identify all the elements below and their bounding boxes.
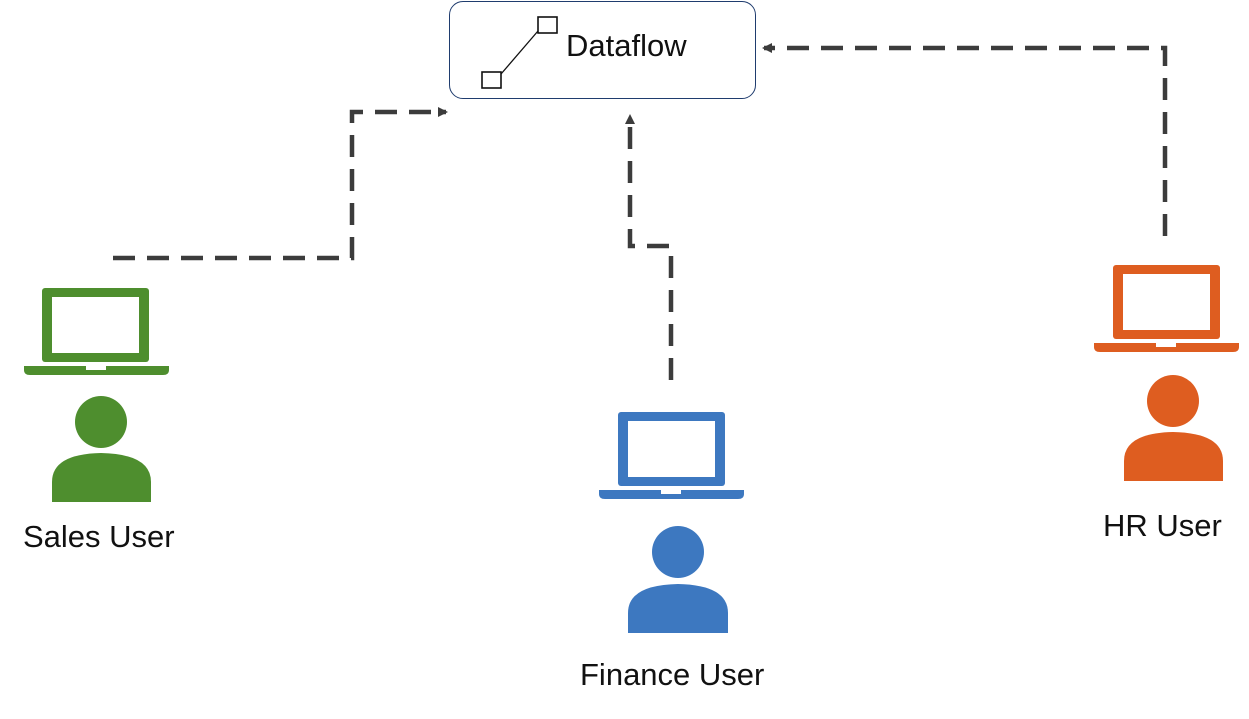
connector-hr-to-dataflow [762,43,1168,236]
finance-user-icon [599,412,744,633]
laptop-icon [599,412,744,499]
sales-user-label: Sales User [23,519,175,554]
person-icon [52,396,151,502]
laptop-icon [1094,265,1239,352]
hr-user-icon [1094,265,1239,481]
person-icon [628,526,728,633]
sales-user-icon [24,288,169,502]
connector-sales-to-dataflow [113,107,448,261]
finance-user-label: Finance User [580,657,765,692]
dataflow-label: Dataflow [566,28,687,63]
dataflow-node[interactable]: Dataflow [449,1,756,99]
hr-user-label: HR User [1103,508,1222,543]
connector-finance-to-dataflow [625,114,674,380]
laptop-icon [24,288,169,375]
dataflow-icon [481,16,558,89]
person-icon [1124,375,1223,481]
